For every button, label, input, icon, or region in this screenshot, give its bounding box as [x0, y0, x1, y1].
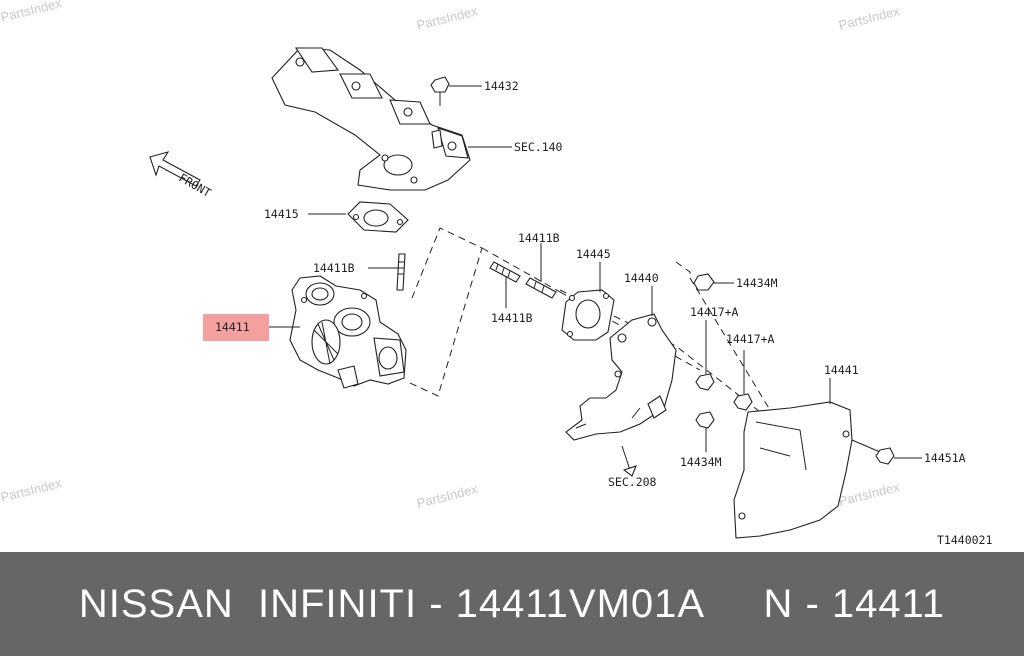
- exhaust-manifold: [271, 47, 471, 191]
- callout-14411b-bottom: 14411B: [491, 311, 533, 325]
- callout-14415: 14415: [264, 207, 299, 221]
- callout-14445: 14445: [576, 247, 611, 261]
- gasket-14445: [561, 289, 615, 341]
- callout-14417a-1: 14417+A: [690, 305, 739, 319]
- assembly-line-3: [675, 261, 771, 411]
- watermark-top-center: PartsIndex: [415, 3, 479, 33]
- bolt-14434m-bottom: [695, 411, 715, 452]
- bolt-14434m-top: [693, 273, 715, 291]
- stud-14411b-left: [396, 253, 406, 291]
- heat-insulator-14441: [733, 401, 853, 539]
- bolt-14451a: [851, 439, 895, 465]
- diagram-code: T1440021: [937, 533, 992, 547]
- watermark-top-left: PartsIndex: [0, 0, 64, 25]
- callout-14451a: 14451A: [924, 451, 966, 465]
- watermark-bottom-right: PartsIndex: [837, 479, 901, 509]
- bracket-14440: [565, 313, 677, 441]
- callout-14411: 14411: [215, 320, 250, 334]
- callout-14434m-top: 14434M: [736, 276, 778, 290]
- nut-14432: [430, 76, 450, 106]
- sec208-arrow-icon: [621, 445, 637, 477]
- part-number-text: NISSAN INFINITI - 14411VM01A N - 14411: [78, 581, 946, 626]
- watermark-bottom-center: PartsIndex: [415, 481, 479, 511]
- callout-14432: 14432: [484, 79, 519, 93]
- callout-sec140: SEC.140: [514, 140, 563, 154]
- watermark-top-right: PartsIndex: [837, 3, 901, 33]
- callout-sec208: SEC.208: [608, 475, 657, 489]
- callout-14441: 14441: [824, 363, 859, 377]
- front-label: FRONT: [177, 170, 214, 199]
- callout-14440: 14440: [624, 271, 659, 285]
- bolt-14417a-2: [733, 350, 753, 411]
- bolt-14417a-1: [695, 340, 715, 391]
- flange-outline: [409, 227, 483, 397]
- watermark-bottom-left: PartsIndex: [0, 475, 64, 505]
- callout-14411b-left: 14411B: [313, 261, 355, 275]
- callout-14434m-bottom: 14434M: [680, 455, 722, 469]
- callout-14411b-top: 14411B: [518, 231, 560, 245]
- highlight-14411: [203, 314, 269, 341]
- turbocharger-14411: [289, 275, 407, 389]
- studs-14411b-middle: [489, 261, 557, 299]
- callout-14417a-2: 14417+A: [726, 332, 775, 346]
- front-arrow-icon: [149, 151, 201, 187]
- gasket-14415: [347, 201, 409, 233]
- part-number-banner: NISSAN INFINITI - 14411VM01A N - 14411: [0, 552, 1024, 656]
- exploded-parts-diagram: PartsIndex PartsIndex PartsIndex PartsIn…: [0, 0, 992, 547]
